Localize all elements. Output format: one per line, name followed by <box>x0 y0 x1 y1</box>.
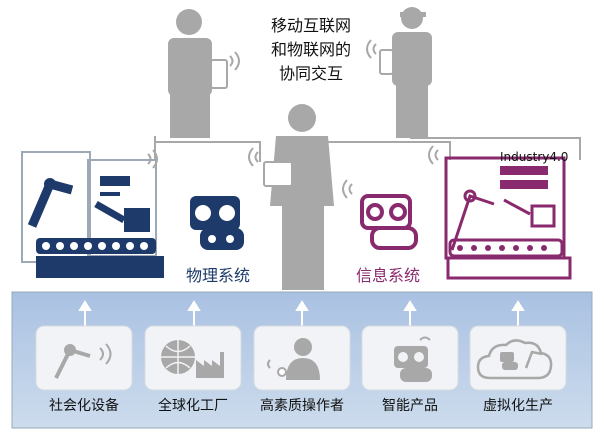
global-factory-label: 全球化工厂 <box>158 398 228 414</box>
connector-lines <box>154 136 581 162</box>
mobile-user-figure <box>168 9 240 138</box>
title-line-2: 和物联网的 <box>270 40 351 59</box>
information-system-label: 信息系统 <box>356 266 421 285</box>
operator-icon <box>267 338 320 380</box>
physical-system-label: 物理系统 <box>186 266 251 285</box>
up-arrows <box>78 300 525 328</box>
information-product-icon <box>342 179 418 250</box>
industry-label: Industry4.0 <box>500 150 569 164</box>
smart-product-label: 智能产品 <box>382 398 438 414</box>
virtual-production-label: 虚拟化生产 <box>483 398 553 414</box>
title-line-1: 移动互联网 <box>270 16 351 35</box>
physical-factory-machine <box>21 149 164 278</box>
information-factory-screens <box>457 166 548 251</box>
operator-figure <box>248 104 334 290</box>
robot-arm-icon <box>54 343 112 379</box>
interaction-title: 移动互联网 和物联网的 协同交互 <box>246 14 376 86</box>
worker-figure <box>366 7 432 138</box>
social-equipment-label: 社会化设备 <box>49 398 119 414</box>
title-line-3: 协同交互 <box>278 64 343 83</box>
foundation-boxes <box>35 325 567 391</box>
cloud-production-icon <box>476 339 553 380</box>
skilled-operator-label: 高素质操作者 <box>260 398 344 414</box>
physical-product-icon <box>190 196 244 250</box>
information-factory-machine <box>428 145 572 280</box>
globe-factory-icon <box>161 340 224 378</box>
smart-product-icon <box>394 336 432 382</box>
